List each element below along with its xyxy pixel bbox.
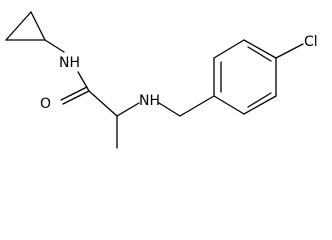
bond bbox=[88, 90, 118, 117]
carbonyl-double-bond bbox=[60, 86, 90, 105]
atom-label-chlorine: Cl bbox=[304, 34, 318, 50]
bond bbox=[116, 102, 140, 117]
bond bbox=[243, 95, 277, 115]
cyclopropyl-ring bbox=[5, 11, 46, 41]
bond bbox=[243, 39, 277, 59]
bond bbox=[5, 11, 32, 41]
bond bbox=[62, 90, 90, 105]
bond bbox=[247, 92, 272, 108]
bond bbox=[60, 86, 88, 101]
bond bbox=[275, 43, 304, 59]
bond bbox=[247, 46, 272, 62]
bond bbox=[213, 39, 245, 59]
atom-label-carbonyl-oxygen: O bbox=[40, 96, 51, 112]
bond bbox=[77, 71, 90, 92]
chemical-structure-diagram: NH O NH Cl bbox=[5, 11, 318, 149]
atom-label-amine-nitrogen: NH bbox=[139, 93, 160, 109]
benzene-ring bbox=[213, 39, 277, 115]
bond bbox=[158, 102, 181, 117]
bond bbox=[179, 95, 215, 117]
bond bbox=[213, 95, 245, 115]
bond bbox=[44, 39, 65, 53]
atom-label-amide-nitrogen: NH bbox=[59, 55, 80, 71]
bond bbox=[30, 11, 46, 41]
